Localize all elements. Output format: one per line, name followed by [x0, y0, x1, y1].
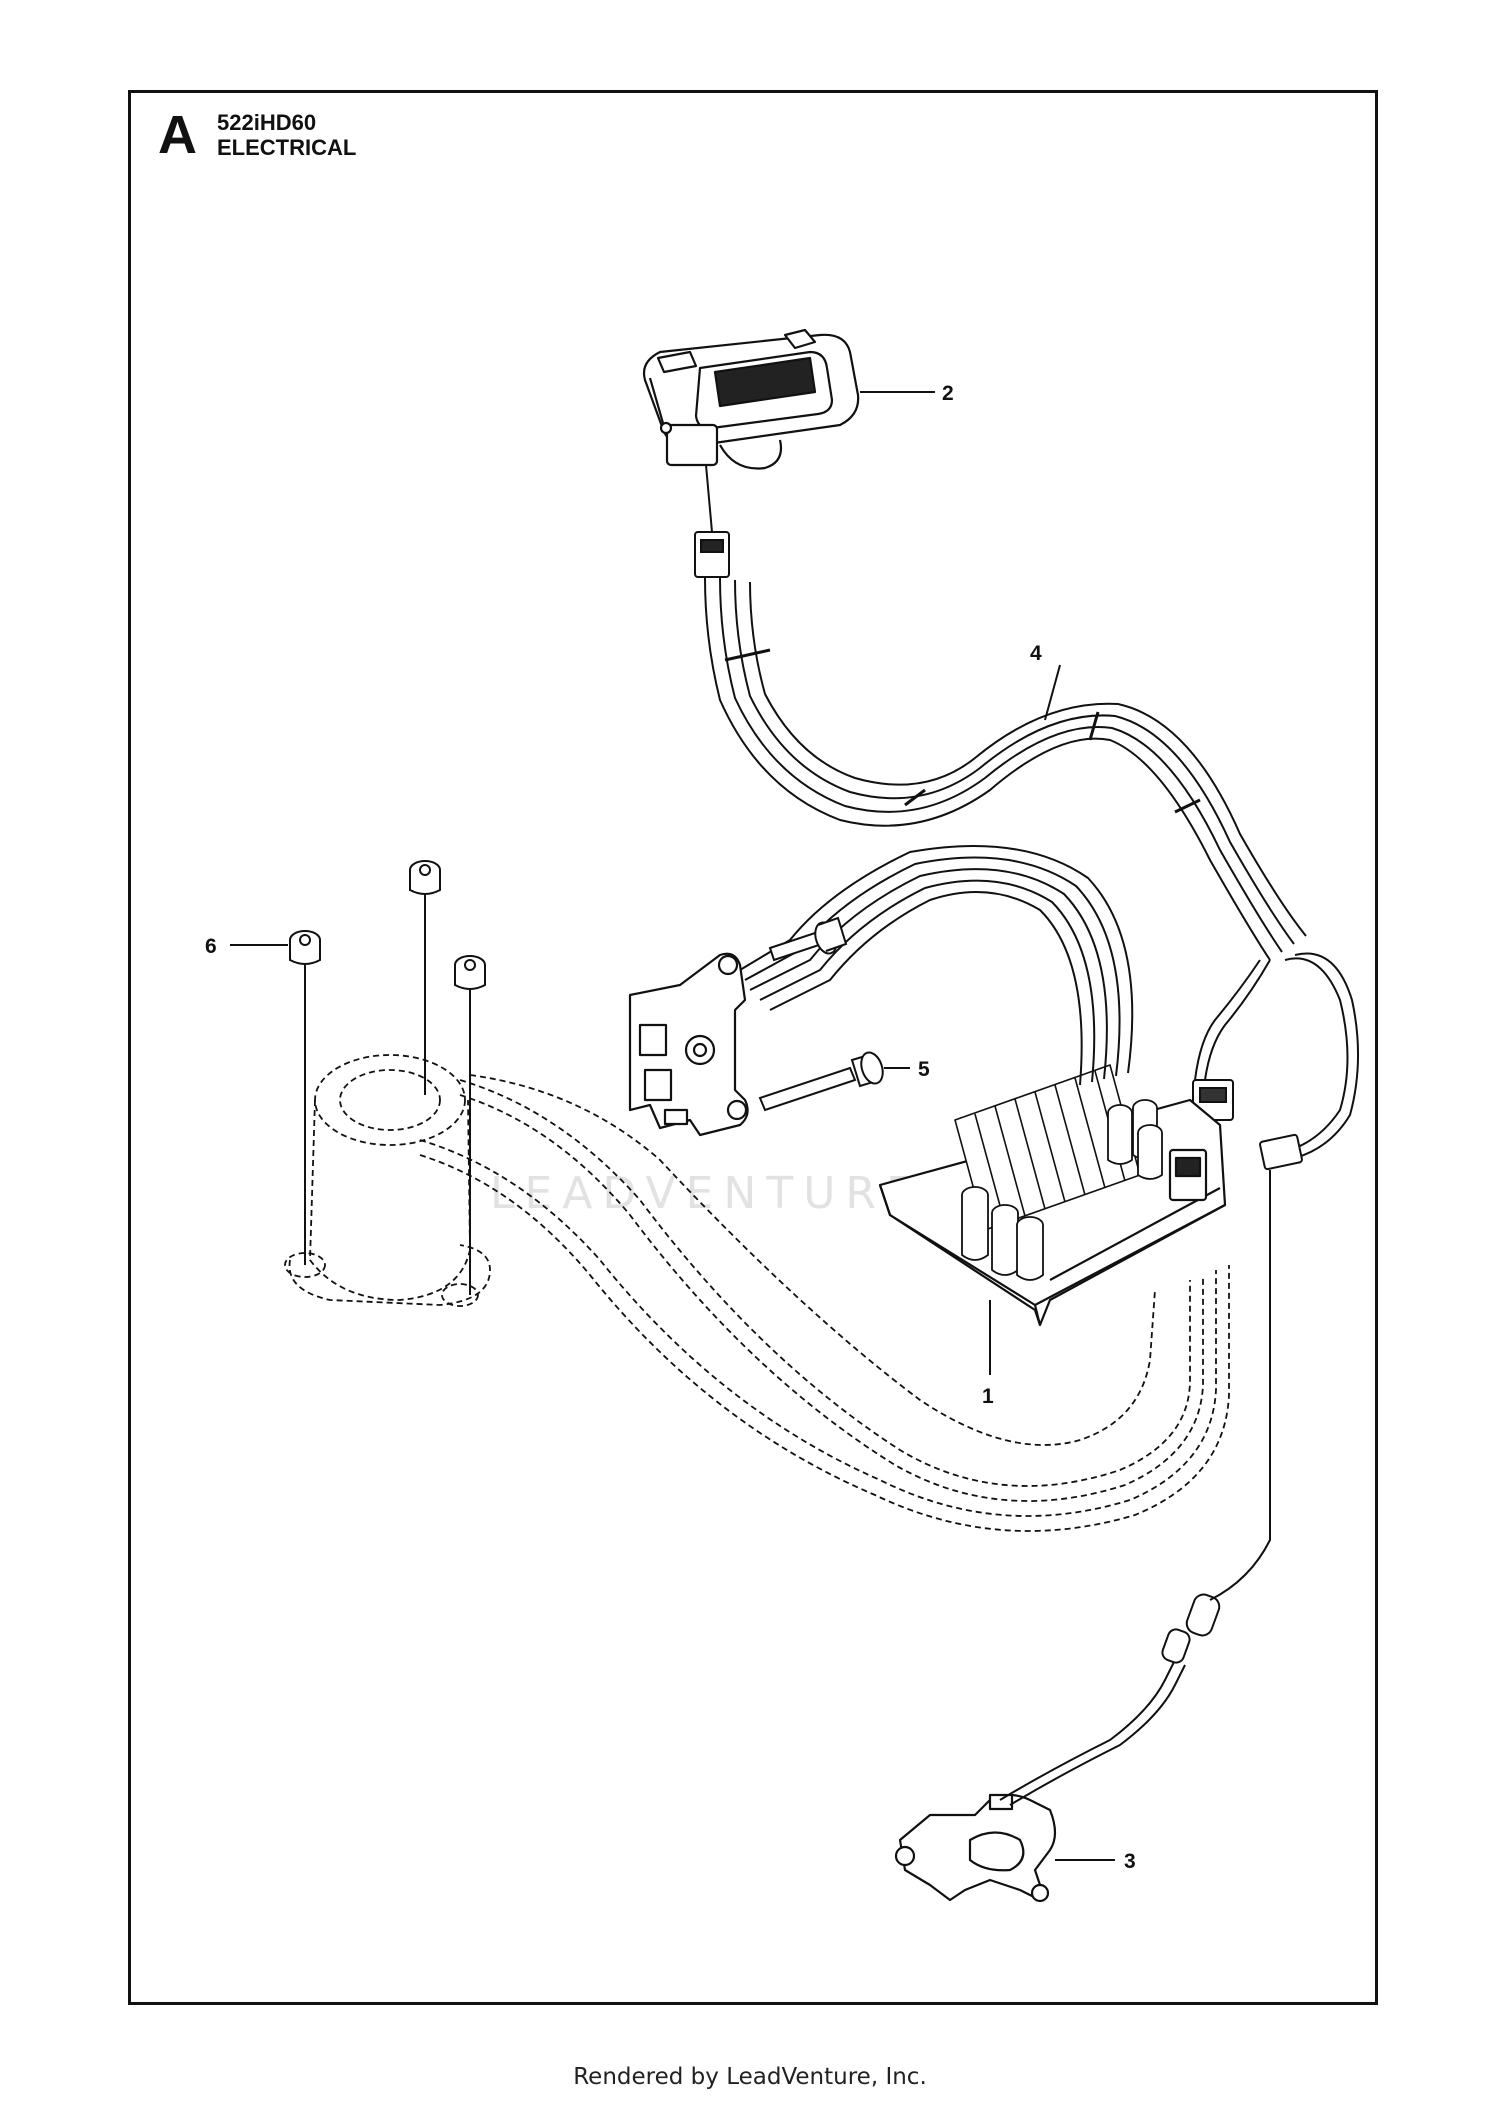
part-4-wiring-harness[interactable] — [704, 577, 1360, 1159]
diagram-title: ELECTRICAL — [217, 135, 357, 161]
callout-4[interactable]: 4 — [1030, 642, 1042, 665]
leader-lines — [230, 391, 1115, 1861]
diagram-header: 522iHD60 ELECTRICAL — [217, 110, 356, 161]
section-letter: A — [158, 105, 197, 165]
diagram-frame — [128, 90, 1378, 2005]
part-6-screws[interactable] — [289, 860, 486, 1295]
trigger-switch-cable — [999, 1170, 1271, 1806]
part-5-sensor-bracket[interactable] — [628, 952, 749, 1137]
switch-connector — [694, 464, 730, 578]
callout-2[interactable]: 2 — [942, 382, 954, 405]
part-2-control-panel[interactable] — [642, 328, 860, 470]
controller-wires — [739, 844, 1134, 1086]
part-1-controller-module[interactable] — [878, 1064, 1227, 1327]
model-number: 522iHD60 — [217, 110, 317, 135]
callout-3[interactable]: 3 — [1124, 1850, 1136, 1873]
callout-6[interactable]: 6 — [205, 935, 217, 958]
watermark-text: LEADVENTURE — [490, 1168, 924, 1219]
motor-phantom — [284, 1054, 1230, 1532]
callout-1[interactable]: 1 — [982, 1385, 994, 1408]
part-5-screws — [758, 916, 884, 1112]
footer-credit: Rendered by LeadVenture, Inc. — [573, 2064, 927, 2090]
part-3-trigger-switch[interactable] — [894, 1793, 1057, 1903]
callout-5[interactable]: 5 — [918, 1058, 930, 1081]
